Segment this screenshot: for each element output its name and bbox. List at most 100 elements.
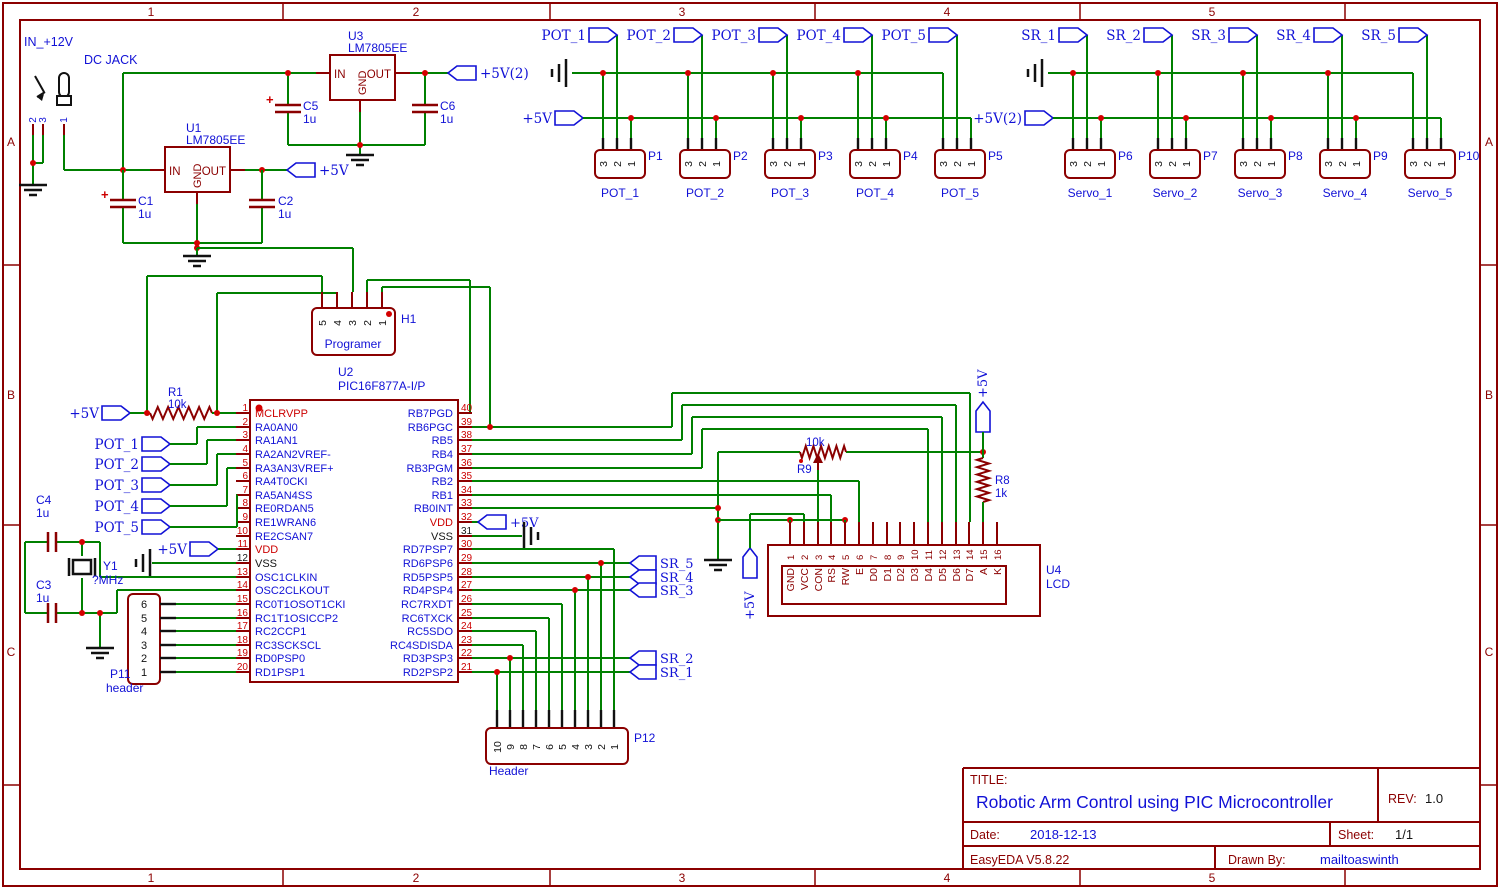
sheet-label: Sheet:: [1338, 828, 1375, 842]
switch-icon[interactable]: [34, 75, 45, 93]
net-flag-icon[interactable]: [588, 27, 619, 43]
lcd-module[interactable]: [767, 544, 1041, 617]
net-flag-icon[interactable]: [1398, 27, 1429, 43]
p11-header[interactable]: [127, 593, 161, 685]
lcd-pin-number: 8: [883, 555, 894, 560]
sr-flag-icon[interactable]: [628, 569, 657, 585]
pot-flag-icon[interactable]: [141, 519, 172, 535]
connector-pin-number: 2: [867, 161, 879, 167]
supply-flag[interactable]: [1024, 110, 1055, 126]
connector-P1[interactable]: [594, 149, 646, 179]
rev-label: REV:: [1388, 792, 1417, 806]
connector-P7[interactable]: [1149, 149, 1201, 179]
connector-P6[interactable]: [1064, 149, 1116, 179]
mcu-pin-number: 35: [461, 471, 473, 482]
connector-P3[interactable]: [764, 149, 816, 179]
junction-dot: [585, 574, 591, 580]
connector-pin-number: 1: [1181, 161, 1193, 167]
sr-flag-icon[interactable]: [628, 555, 657, 571]
p11-pin-number: 2: [141, 653, 147, 665]
connector-P5[interactable]: [934, 149, 986, 179]
p11-pin-number: 4: [141, 626, 147, 638]
r8-resistor[interactable]: [973, 457, 993, 503]
tool-version: EasyEDA V5.8.22: [970, 853, 1070, 867]
jack-pin-number: 3: [38, 117, 49, 123]
y1-value: ?MHz: [92, 573, 123, 587]
plus5v2-flag[interactable]: [446, 65, 477, 81]
connector-P9[interactable]: [1319, 149, 1371, 179]
connector-P10[interactable]: [1404, 149, 1456, 179]
mcu-pin-name: RC1T1OSICCP2: [255, 613, 338, 625]
net-flag-icon[interactable]: [673, 27, 704, 43]
junction-dot: [507, 655, 513, 661]
date-label: Date:: [970, 828, 1000, 842]
net-flag-icon[interactable]: [1228, 27, 1259, 43]
net-flag-icon[interactable]: [928, 27, 959, 43]
sheet-value: 1/1: [1395, 827, 1414, 842]
programmer-header[interactable]: [311, 307, 396, 356]
net-flag-icon[interactable]: [843, 27, 874, 43]
vdd-5v-flag[interactable]: [189, 541, 220, 557]
sr-flag-icon[interactable]: [628, 650, 657, 666]
net-flag-icon[interactable]: [1143, 27, 1174, 43]
mcu-pin-number: 25: [461, 608, 473, 619]
mcu-pin-number: 14: [237, 580, 249, 591]
p12-pin-number: 6: [544, 744, 556, 750]
r9-pot[interactable]: [799, 442, 847, 462]
p12-pin-number: 5: [557, 744, 569, 750]
net-flag-icon[interactable]: [1313, 27, 1344, 43]
plug-icon[interactable]: [58, 72, 70, 98]
net-flag-label: POT_4: [797, 28, 842, 44]
pot-flag-icon[interactable]: [141, 436, 172, 452]
junction-dot: [79, 610, 85, 616]
vdd-5v-label: +5V: [157, 542, 187, 558]
net-flag-icon[interactable]: [1058, 27, 1089, 43]
pot-flag-icon[interactable]: [141, 477, 172, 493]
sr-flag-icon[interactable]: [628, 582, 657, 598]
connector-ref: P1: [648, 149, 663, 163]
switch-icon[interactable]: [36, 91, 46, 98]
mcu-pin-name: RA1AN1: [255, 435, 298, 447]
ruler-col-label: 2: [413, 5, 420, 19]
net-flag-label: POT_5: [882, 28, 927, 44]
net-flag-icon[interactable]: [758, 27, 789, 43]
r8-ref: R8: [995, 475, 1010, 487]
supply-flag[interactable]: [554, 110, 585, 126]
net-flag-label: POT_2: [627, 28, 672, 44]
junction-dot: [715, 505, 721, 511]
net-flag-label: SR_2: [1106, 28, 1141, 44]
connector-P4[interactable]: [849, 149, 901, 179]
r1-resistor[interactable]: [149, 404, 213, 422]
c3-value: 1u: [36, 591, 49, 605]
ruler-col-label: 5: [1209, 871, 1216, 885]
mcu-pin-name: RE2CSAN7: [255, 531, 313, 543]
connector-P8[interactable]: [1234, 149, 1286, 179]
connector-pin-number: 1: [966, 161, 978, 167]
p12-header[interactable]: [485, 727, 629, 765]
c2-ref: C2: [278, 194, 294, 208]
crystal-icon[interactable]: [71, 558, 93, 576]
p12-pin-number: 9: [505, 744, 517, 750]
sheet-title[interactable]: Robotic Arm Control using PIC Microcontr…: [976, 792, 1333, 812]
lcd-pin-name: D7: [964, 568, 976, 582]
mcu-pin-name: RE1WRAN6: [255, 517, 316, 529]
vdd32-flag[interactable]: [476, 514, 507, 530]
cap-gap: [48, 602, 56, 624]
pot-flag-icon[interactable]: [141, 498, 172, 514]
mcu-pin-name: VSS: [431, 531, 453, 543]
pot-flag-label: POT_5: [95, 520, 140, 536]
mcu-pic16f877a[interactable]: [249, 399, 459, 683]
lcd-5v-flag[interactable]: [742, 546, 758, 579]
connector-pin-number: 2: [612, 161, 624, 167]
plus5v-flag[interactable]: [285, 162, 316, 178]
sr-flag-icon[interactable]: [628, 664, 657, 680]
lcd-pin-name: D3: [909, 568, 921, 582]
jack-pin-number: 2: [28, 117, 39, 123]
r8-5v-flag[interactable]: [975, 400, 991, 433]
ruler-col-label: 1: [148, 5, 155, 19]
pot-flag-icon[interactable]: [141, 456, 172, 472]
mclr-5v-flag[interactable]: [101, 405, 132, 421]
connector-P2[interactable]: [679, 149, 731, 179]
u3-regulator[interactable]: [329, 54, 396, 101]
